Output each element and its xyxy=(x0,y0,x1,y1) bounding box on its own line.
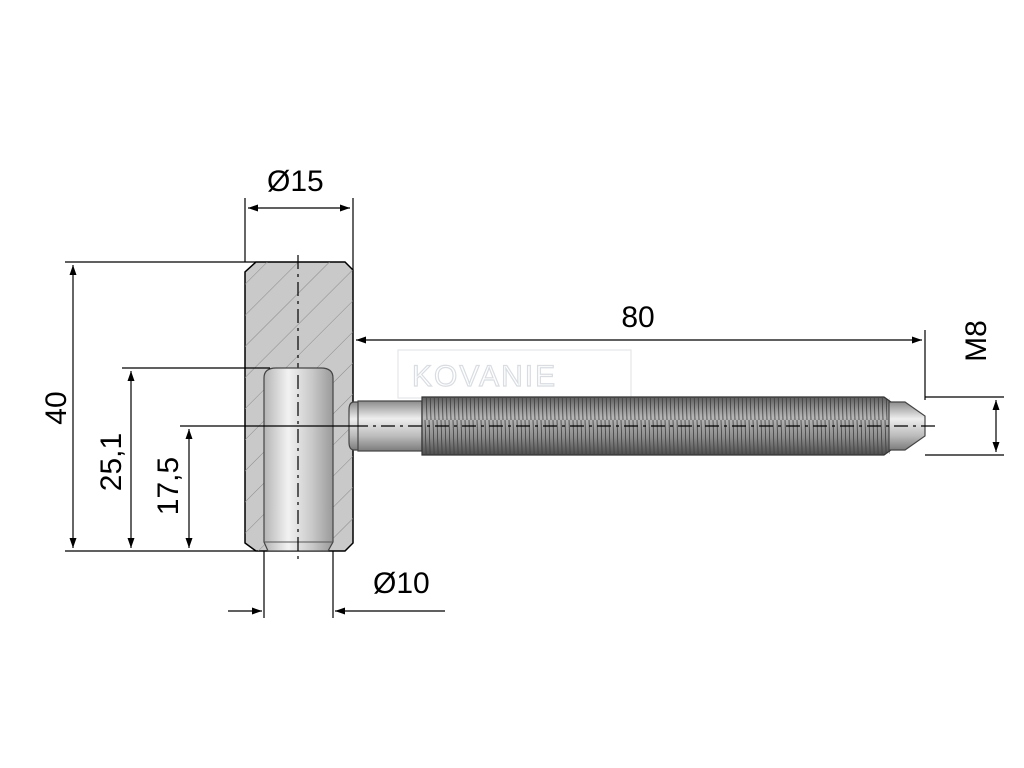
watermark: KOVANIE xyxy=(397,349,632,399)
hinge-screw xyxy=(348,396,935,456)
dim-total-height: 40 xyxy=(40,391,73,424)
hinge-pin xyxy=(263,367,334,560)
dim-height-17: 17,5 xyxy=(152,457,185,515)
dim-length: 80 xyxy=(621,301,654,334)
dimensions xyxy=(65,198,1004,618)
dim-pin-diameter: Ø10 xyxy=(373,567,430,600)
dim-head-diameter: Ø15 xyxy=(267,165,324,198)
watermark-text: KOVANIE xyxy=(412,360,557,393)
dim-thread: M8 xyxy=(960,320,993,362)
dim-height-25: 25,1 xyxy=(95,433,128,491)
